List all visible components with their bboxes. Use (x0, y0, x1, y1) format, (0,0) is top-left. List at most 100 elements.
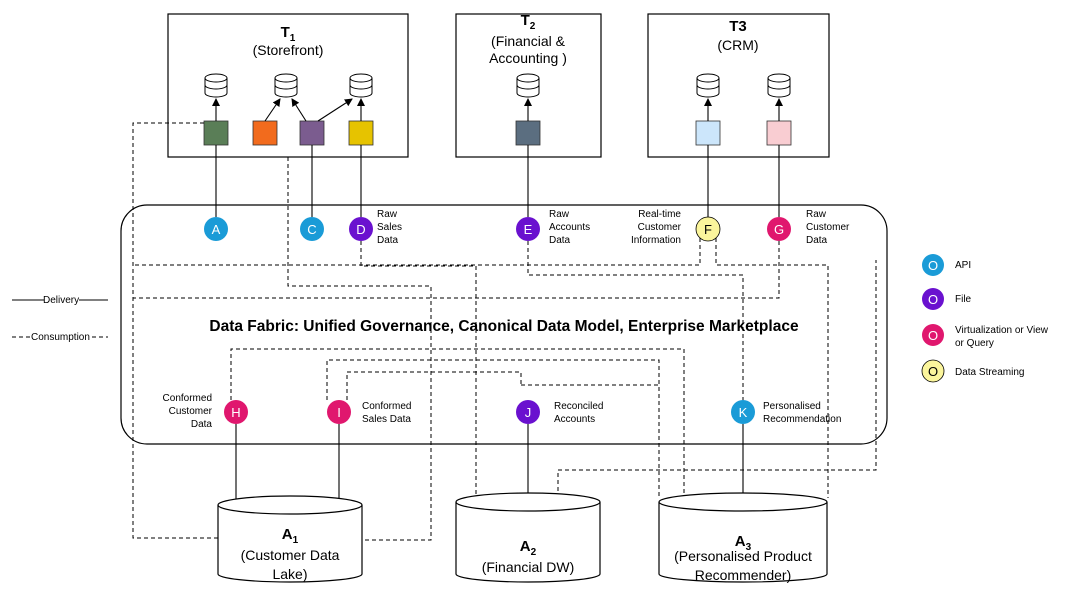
node-i-letter: I (337, 405, 341, 420)
node-d: D Raw Sales Data (349, 209, 402, 246)
node-d-label-1: Raw (377, 209, 398, 220)
a2-desc-line1: (Financial DW) (482, 559, 575, 575)
node-k-label-1: Personalised (763, 401, 821, 412)
legend-item-file: O File (922, 288, 972, 310)
integration-nodes: A C D Raw Sales Data E Raw Accounts Data… (163, 209, 850, 430)
node-i: I Conformed Sales Data (327, 400, 411, 425)
node-i-label-2: Sales Data (362, 414, 411, 425)
node-d-label-3: Data (377, 235, 399, 246)
t1-sub: 1 (290, 33, 296, 44)
a2-name: A (520, 538, 531, 555)
legend-item-virtualization: O Virtualization or View or Query (922, 324, 1049, 349)
t1-source-square-green (203, 120, 229, 146)
legend-virtualization-letter: O (928, 328, 938, 343)
node-k-label-2: Recommendation (763, 414, 841, 425)
t2-desc-line1: (Financial & (491, 33, 566, 49)
app-a1: A1 (Customer Data Lake) (217, 495, 363, 583)
svg-text:A1: A1 (282, 526, 299, 546)
legend-api-letter: O (928, 258, 938, 273)
application-cylinders: A1 (Customer Data Lake) A2 (Financial DW… (217, 492, 828, 583)
a3-desc-line2: Recommender) (695, 567, 791, 583)
t2-source-square (515, 120, 541, 146)
data-fabric-container (120, 204, 888, 445)
t1-desc: (Storefront) (253, 42, 324, 58)
t3-source-square-blue (695, 120, 721, 146)
node-g: G Raw Customer Data (767, 209, 850, 246)
node-e-label-1: Raw (549, 209, 570, 220)
node-j: J Reconciled Accounts (516, 400, 603, 425)
node-f-label-3: Information (631, 235, 681, 246)
square-to-db-arrows (212, 98, 783, 122)
svg-text:A3: A3 (735, 533, 752, 553)
node-j-label-2: Accounts (554, 414, 595, 425)
t3-desc: (CRM) (717, 37, 758, 53)
t2-desc-line2: Accounting ) (489, 50, 567, 66)
legend-api-label: API (955, 260, 971, 271)
legend-virtualization-label-2: or Query (955, 338, 994, 349)
app-a2: A2 (Financial DW) (455, 492, 601, 583)
node-e: E Raw Accounts Data (516, 209, 590, 246)
t3-source-square-pink (766, 120, 792, 146)
legend-streaming-letter: O (928, 364, 938, 379)
node-d-letter: D (356, 222, 365, 237)
t1-db-3-icon (349, 73, 373, 98)
node-k-letter: K (739, 405, 748, 420)
legend-item-api: O API (922, 254, 971, 276)
legend-consumption-label: Consumption (31, 332, 90, 343)
node-c: C (300, 217, 324, 241)
t1-source-square-purple (299, 120, 325, 146)
a3-name: A (735, 533, 746, 550)
node-a-letter: A (212, 222, 221, 237)
a1-sub: 1 (293, 535, 299, 546)
t3-name: T3 (729, 18, 747, 35)
fabric-title: Data Fabric: Unified Governance, Canonic… (209, 318, 799, 335)
legend-file-label: File (955, 294, 972, 305)
svg-text:T1: T1 (281, 24, 296, 44)
a1-desc-line2: Lake) (272, 566, 307, 582)
node-h: H Conformed Customer Data (163, 393, 248, 430)
node-c-letter: C (307, 222, 316, 237)
t1-name: T (281, 24, 290, 41)
node-h-label-1: Conformed (163, 393, 212, 404)
t1-source-square-yellow (348, 120, 374, 146)
svg-text:T2: T2 (521, 12, 536, 32)
node-j-letter: J (525, 405, 532, 420)
node-a: A (204, 217, 228, 241)
node-e-label-3: Data (549, 235, 571, 246)
node-h-label-2: Customer (169, 406, 213, 417)
a1-name: A (282, 526, 293, 543)
node-g-label-3: Data (806, 235, 828, 246)
t1-db-1-icon (204, 73, 228, 98)
t3-db-1-icon (696, 73, 720, 98)
svg-text:A2: A2 (520, 538, 537, 558)
t3-db-2-icon (767, 73, 791, 98)
t2-sub: 2 (530, 21, 536, 32)
node-k: K Personalised Recommendation (731, 400, 841, 425)
node-j-label-1: Reconciled (554, 401, 603, 412)
app-a3: A3 (Personalised Product Recommender) (658, 492, 828, 583)
database-icons (204, 73, 791, 98)
node-f-label-2: Customer (638, 222, 682, 233)
a2-sub: 2 (531, 547, 537, 558)
t1-source-square-orange (252, 120, 278, 146)
node-g-label-2: Customer (806, 222, 850, 233)
node-f: F Real-time Customer Information (631, 209, 721, 246)
node-g-letter: G (774, 222, 784, 237)
a1-desc-line1: (Customer Data (241, 547, 340, 563)
node-f-label-1: Real-time (638, 209, 681, 220)
node-h-label-3: Data (191, 419, 213, 430)
consumption-lines (132, 122, 877, 541)
node-f-letter: F (704, 222, 712, 237)
a3-desc-line1: (Personalised Product (674, 548, 812, 564)
legend-delivery-label: Delivery (43, 295, 79, 306)
target-box-t3: T3 (CRM) (647, 13, 830, 158)
delivery-lines (215, 145, 780, 500)
node-e-label-2: Accounts (549, 222, 590, 233)
node-type-legend: O API O File O Virtualization or View or… (921, 254, 1049, 383)
a3-sub: 3 (746, 542, 752, 553)
legend-virtualization-label-1: Virtualization or View (955, 325, 1049, 336)
t2-db-icon (516, 73, 540, 98)
node-e-letter: E (524, 222, 533, 237)
legend-file-letter: O (928, 292, 938, 307)
